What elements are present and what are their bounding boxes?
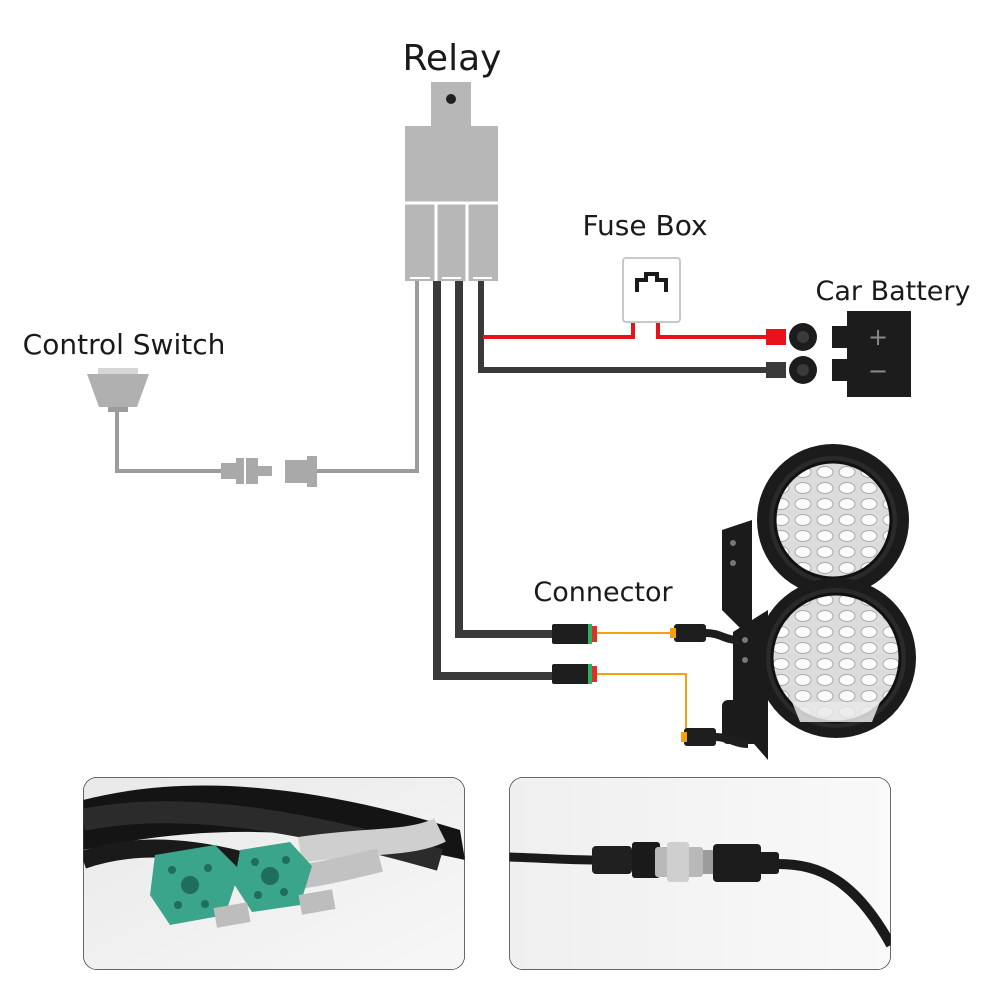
control-switch-label: Control Switch [23, 328, 226, 361]
battery-terminals [766, 323, 817, 384]
connector-bottom [552, 664, 597, 684]
ground-wire [478, 281, 766, 373]
relay-mount-hole [446, 94, 456, 104]
orange-wire-bottom [597, 673, 687, 732]
lamp-wire-inner [455, 281, 556, 638]
battery-minus-sign: − [868, 357, 888, 385]
car-battery: + − [832, 311, 911, 397]
connector-top [552, 624, 597, 644]
lamp-plug-top [674, 624, 706, 642]
car-battery-label: Car Battery [815, 276, 970, 307]
switch-wire-left [115, 405, 221, 473]
lamp-wire-outer [433, 281, 556, 680]
switch-wire [317, 281, 419, 473]
relay [405, 82, 498, 281]
photo-inline-connector [509, 777, 891, 970]
led-light-rear [722, 444, 909, 640]
relay-label: Relay [403, 38, 502, 79]
positive-wire-b [656, 322, 768, 339]
photo-dt-connectors [83, 777, 465, 970]
wires [115, 281, 768, 732]
led-light-front [670, 578, 916, 760]
control-switch [87, 368, 149, 412]
fuse-box-label: Fuse Box [582, 209, 707, 242]
lamp-plug-bottom [684, 728, 716, 746]
fuse-box [622, 257, 681, 323]
battery-plus-sign: + [868, 323, 888, 351]
switch-connector [221, 456, 317, 487]
connector-label: Connector [533, 577, 673, 608]
positive-wire-a [483, 322, 635, 339]
relay-body [405, 126, 498, 203]
relay-base [405, 203, 498, 281]
